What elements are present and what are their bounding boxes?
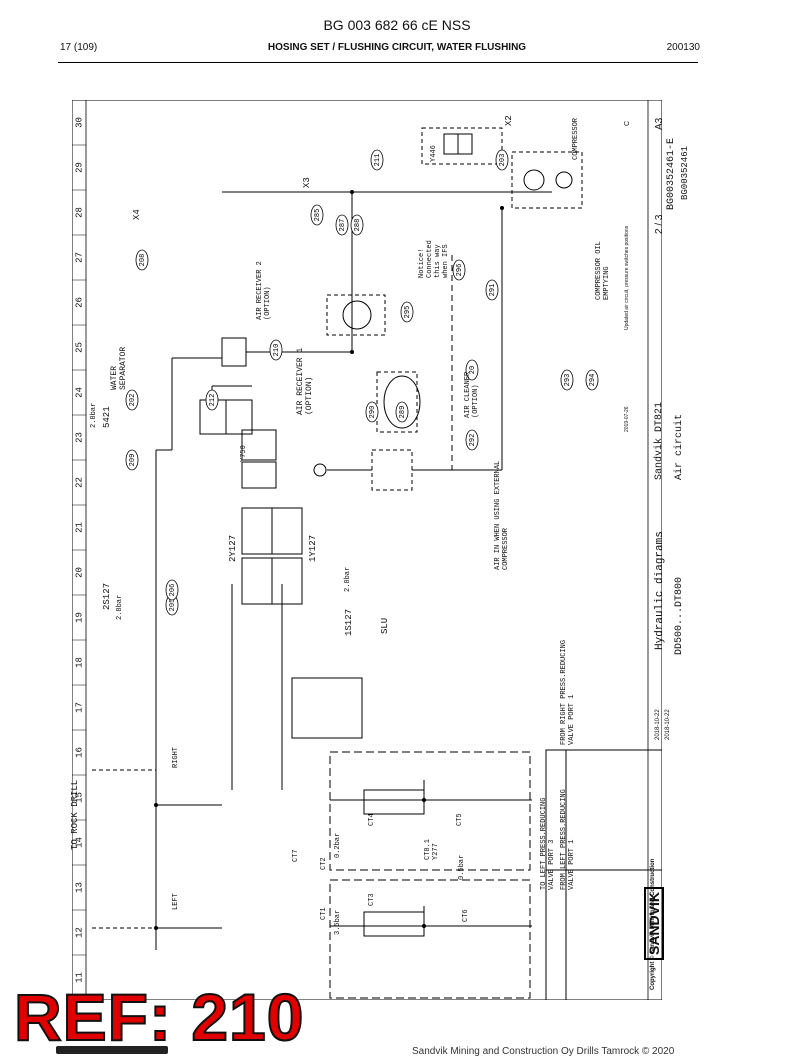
schematic-sheet: 11 12 13 14 15 16 17 18 19 20 21 22 23 24 25 26 27 28 29 30 — [72, 100, 662, 1000]
callout-number: 202 — [129, 394, 137, 407]
grid-column-number: 24 — [74, 387, 84, 398]
grid-column-number: 15 — [74, 792, 84, 803]
grid-column-number: 19 — [74, 612, 84, 623]
footer-logo-bar — [56, 1046, 168, 1054]
drawing-subtitle: DD500...DT800 — [674, 576, 685, 655]
grid-column-number: 16 — [74, 747, 84, 758]
grid-column-number: 11 — [74, 972, 84, 983]
grid-column-number: 13 — [74, 882, 84, 893]
callout-bubble — [165, 579, 179, 601]
footer-copyright: Sandvik Mining and Construction Oy Drill… — [412, 1046, 675, 1057]
checked-date: 2018-10-22 — [665, 709, 671, 740]
page-indicator: 17 (109) — [60, 42, 98, 53]
callout-bubble — [125, 449, 139, 471]
grid-column-number: 23 — [74, 432, 84, 443]
callout-bubble — [370, 149, 384, 171]
callout-bubble — [495, 149, 509, 171]
callout-number: 211 — [374, 154, 382, 167]
callout-bubble — [585, 369, 599, 391]
callout-bubble — [400, 301, 414, 323]
grid-column-number: 25 — [74, 342, 84, 353]
callout-bubble — [335, 214, 349, 236]
callout-bubble — [310, 204, 324, 226]
callout-bubble — [452, 259, 466, 281]
id-code: BG00352461 — [680, 145, 690, 200]
grid-column-number: 27 — [74, 252, 84, 263]
callout-number: 203 — [499, 154, 507, 167]
section-title: HOSING SET / FLUSHING CIRCUIT, WATER FLU… — [267, 42, 527, 53]
callout-number: 288 — [354, 219, 362, 232]
callout-number: 289 — [399, 406, 407, 419]
grid-column-number: 20 — [74, 567, 84, 578]
callout-bubbles: 202 205 206 208 209 210 211 212 203 20 285 287 288 28… — [125, 149, 599, 616]
grid-column-number: 30 — [74, 117, 84, 128]
callout-number: 212 — [209, 394, 217, 407]
drawing-number: BG00352461-E — [666, 137, 677, 210]
circuit-name: Air circuit — [674, 413, 685, 480]
ref-stamp: REF: 210 — [13, 980, 305, 1054]
grid-column-number: 12 — [74, 927, 84, 938]
callout-bubble — [465, 429, 479, 451]
callout-number: 292 — [469, 434, 477, 447]
header-rule — [58, 62, 698, 63]
grid-column-numbers: 11 12 13 14 15 16 17 18 19 20 21 22 23 24 25 26 27 28 29 30 — [72, 117, 86, 1000]
grid-column-number: 29 — [74, 162, 84, 173]
callout-bubble — [135, 249, 149, 271]
callout-bubble — [205, 389, 219, 411]
callout-number: 20 — [469, 366, 477, 374]
callout-number: 287 — [339, 219, 347, 232]
callout-bubble — [269, 339, 283, 361]
date-code: 200130 — [666, 42, 700, 53]
callout-number: 293 — [564, 374, 572, 387]
grid-column-number: 14 — [74, 837, 84, 848]
callout-number: 291 — [489, 284, 497, 297]
grid-column-number: 22 — [74, 477, 84, 488]
callout-number: 295 — [404, 306, 412, 319]
grid-column-number: 18 — [74, 657, 84, 668]
grid-column-number: 26 — [74, 297, 84, 308]
callout-number: 290 — [369, 406, 377, 419]
grid-column-number: 28 — [74, 207, 84, 218]
callout-bubble — [465, 359, 479, 381]
document-number: BG 003 682 66 cE NSS — [323, 17, 471, 33]
callout-bubble — [395, 401, 409, 423]
callout-number: 205 — [169, 599, 177, 612]
callout-bubble — [125, 389, 139, 411]
callout-number: 285 — [314, 209, 322, 222]
callout-number: 294 — [589, 374, 597, 387]
callout-bubble — [365, 401, 379, 423]
callout-number: 206 — [169, 584, 177, 597]
callout-bubble — [560, 369, 574, 391]
callout-number: 208 — [139, 254, 147, 267]
grid-column-number: 21 — [74, 522, 84, 533]
callout-number: 209 — [129, 454, 137, 467]
callout-bubble — [485, 279, 499, 301]
callout-number: 296 — [456, 264, 464, 277]
grid-column-number: 17 — [74, 702, 84, 713]
callout-bubble — [350, 214, 364, 236]
callout-number: 210 — [273, 344, 281, 357]
